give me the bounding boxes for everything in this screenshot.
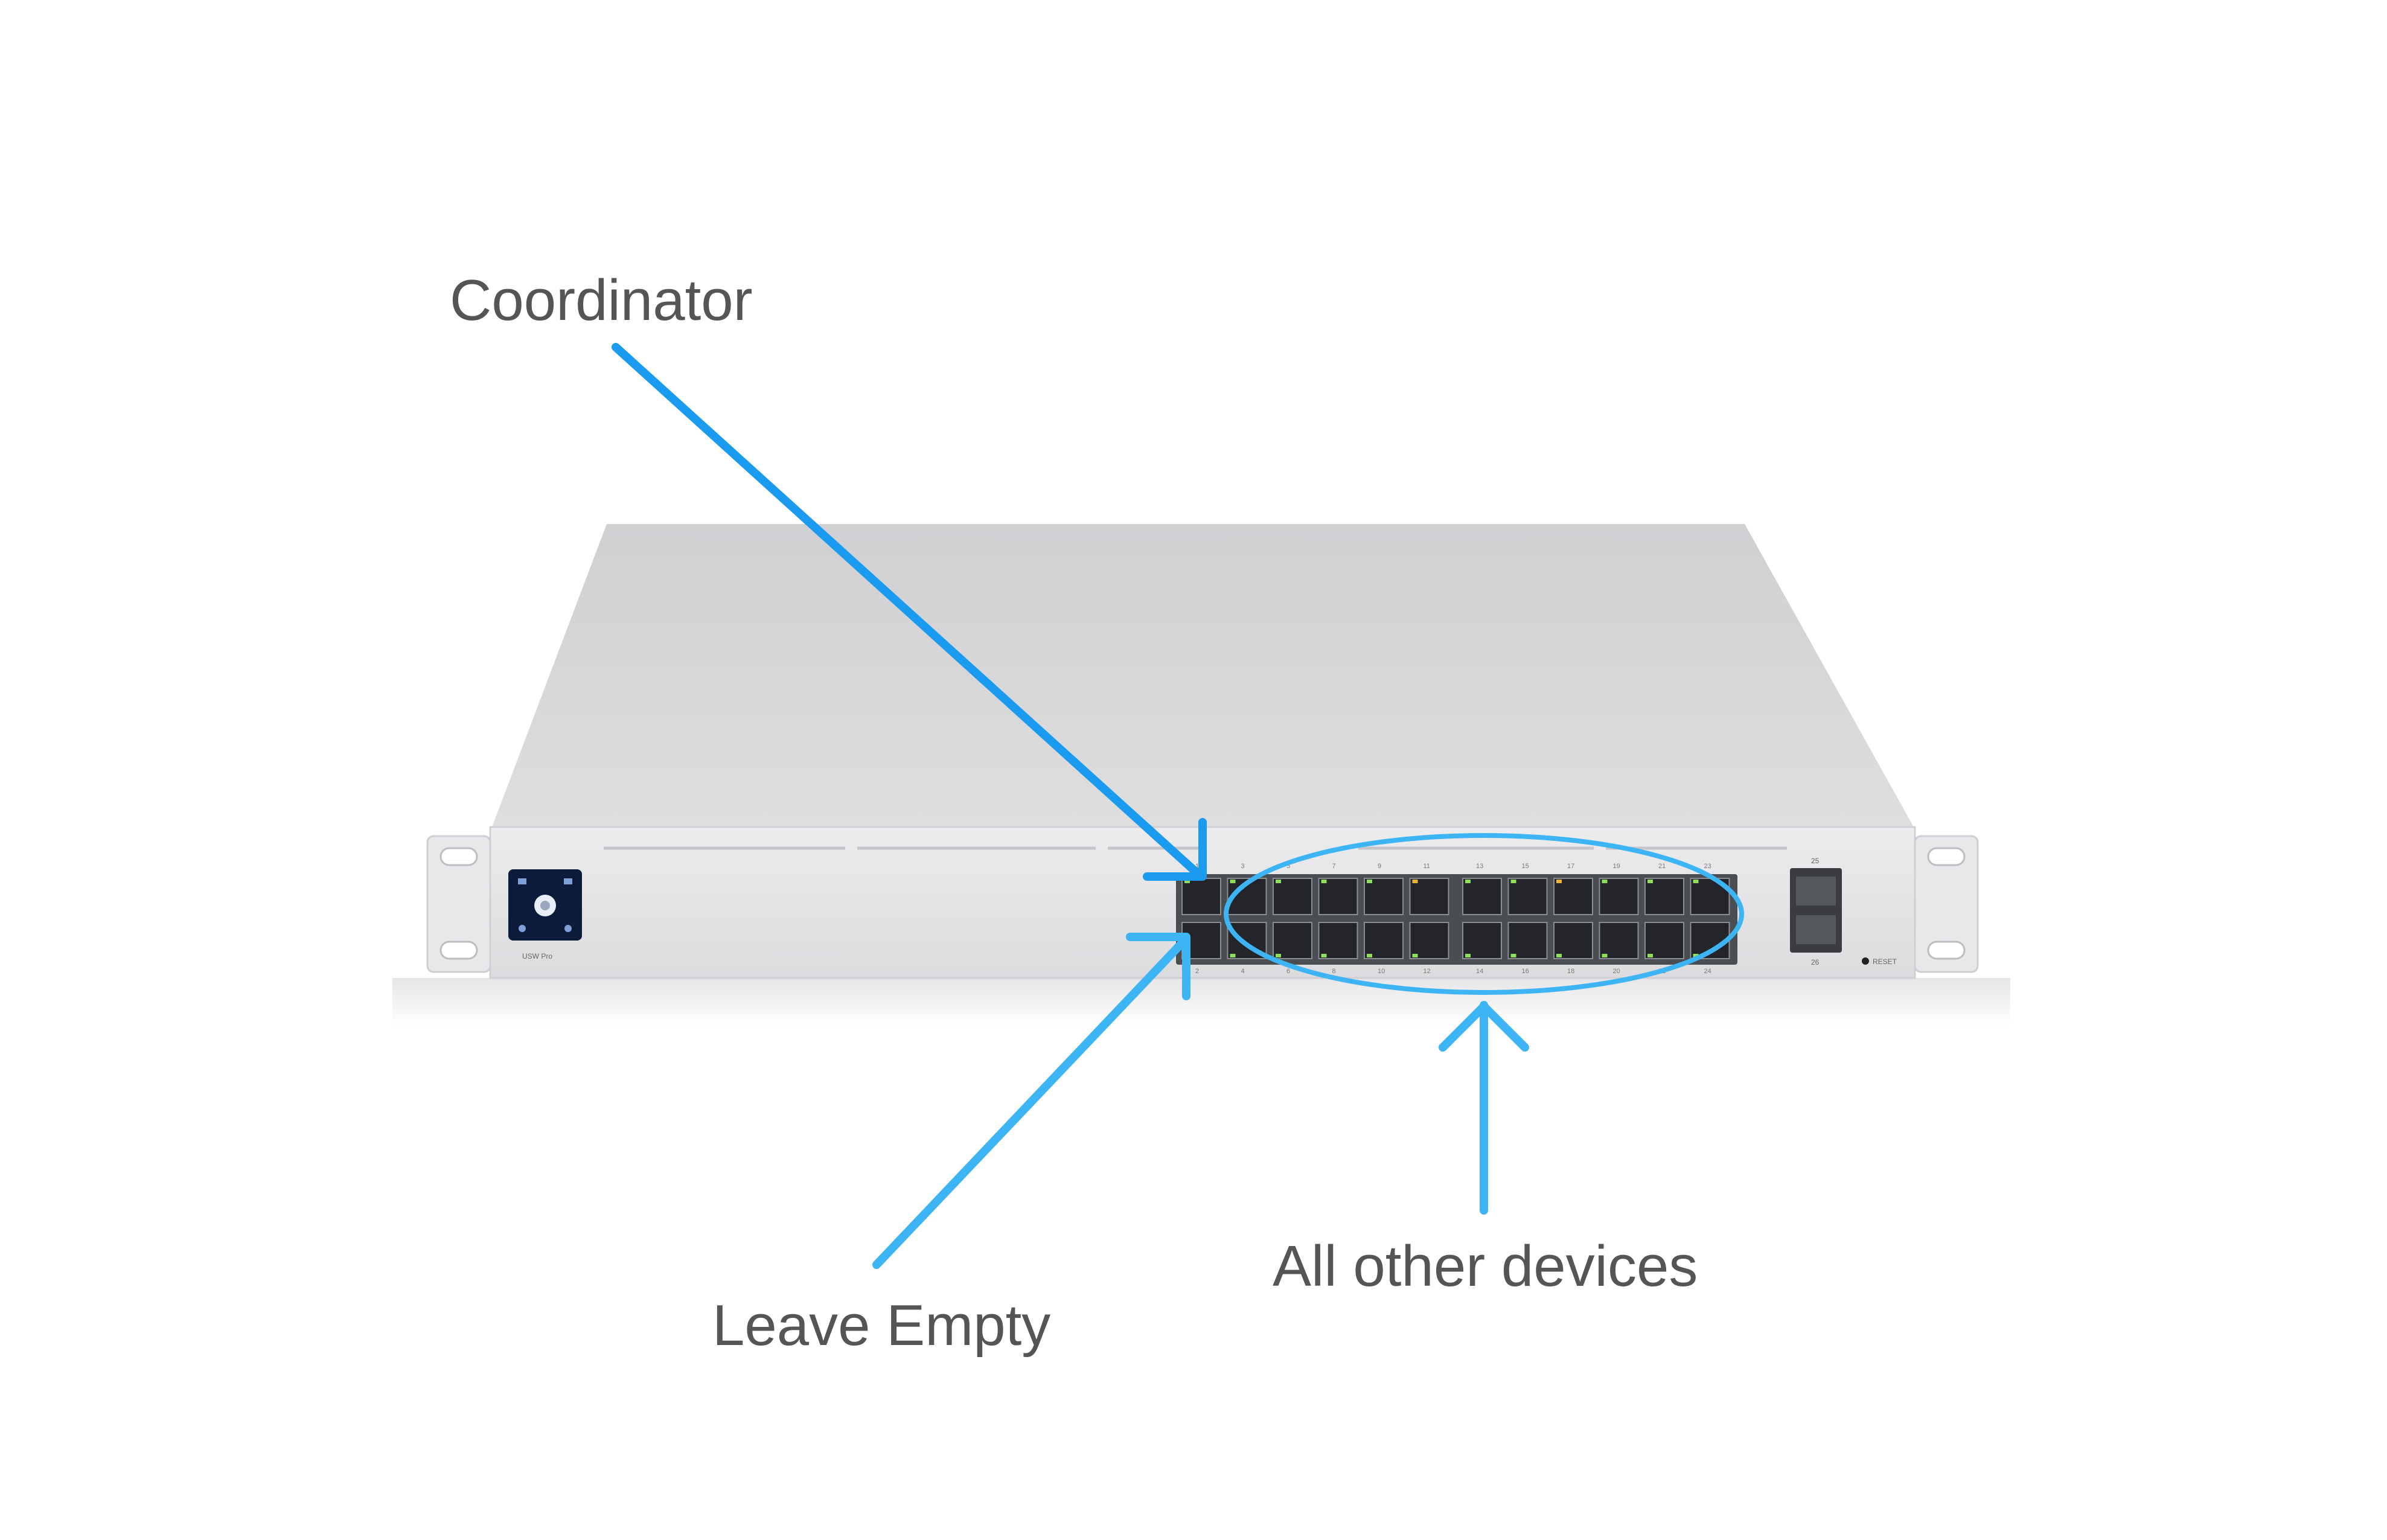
port-number-label: 18 bbox=[1567, 968, 1574, 975]
leave-empty-arrow bbox=[872, 939, 1186, 1269]
ethernet-port bbox=[1318, 878, 1358, 915]
port-number-label: 9 bbox=[1378, 863, 1381, 870]
touch-display bbox=[508, 869, 582, 941]
port-number-label: 19 bbox=[1613, 863, 1620, 870]
port-number-label: 16 bbox=[1522, 968, 1529, 975]
sfp-bottom-label: 26 bbox=[1811, 958, 1820, 966]
port-led bbox=[1412, 954, 1418, 957]
ethernet-port bbox=[1644, 878, 1684, 915]
port-led bbox=[1465, 954, 1471, 957]
port-led bbox=[1647, 954, 1653, 957]
port-led bbox=[1556, 880, 1562, 883]
ethernet-port bbox=[1273, 922, 1312, 959]
model-label: USW Pro bbox=[522, 952, 552, 960]
coordinator-annotation: Coordinator bbox=[450, 268, 1207, 881]
switch-reflection bbox=[392, 978, 2010, 1026]
switch-top-surface bbox=[492, 524, 1914, 827]
port-led bbox=[1321, 880, 1327, 883]
port-number-label: 2 bbox=[1195, 968, 1199, 975]
port-grid bbox=[1181, 878, 1730, 959]
ethernet-port bbox=[1462, 878, 1502, 915]
ethernet-port bbox=[1599, 878, 1639, 915]
port-number-label: 5 bbox=[1286, 863, 1290, 870]
port-number-label: 4 bbox=[1241, 968, 1245, 975]
sfp-top-label: 25 bbox=[1811, 857, 1820, 865]
port-number-label: 23 bbox=[1704, 863, 1711, 870]
port-number-label: 24 bbox=[1704, 968, 1711, 975]
ethernet-port bbox=[1507, 922, 1548, 959]
port-led bbox=[1230, 880, 1236, 883]
port-number-label: 6 bbox=[1286, 968, 1290, 975]
ethernet-port bbox=[1553, 878, 1593, 915]
reset-indicator bbox=[1862, 957, 1869, 965]
ethernet-port bbox=[1507, 878, 1548, 915]
port-number-label: 3 bbox=[1241, 863, 1245, 870]
coordinator-label: Coordinator bbox=[450, 268, 753, 333]
all-other-ellipse bbox=[1224, 833, 1744, 995]
ethernet-port bbox=[1273, 878, 1312, 915]
ethernet-port bbox=[1599, 922, 1639, 959]
port-led bbox=[1602, 880, 1608, 883]
port-number-label: 8 bbox=[1332, 968, 1336, 975]
rack-ear-right bbox=[1914, 835, 1979, 973]
port-led bbox=[1367, 880, 1372, 883]
port-number-label: 10 bbox=[1378, 968, 1385, 975]
leave-empty-arrowhead bbox=[1126, 933, 1190, 1000]
port-led bbox=[1510, 954, 1516, 957]
ethernet-port bbox=[1181, 878, 1221, 915]
all-other-label: All other devices bbox=[1273, 1234, 1698, 1299]
port-led bbox=[1412, 880, 1418, 883]
port-led bbox=[1184, 880, 1190, 883]
port-led bbox=[1276, 880, 1281, 883]
port-number-label: 12 bbox=[1424, 968, 1431, 975]
coordinator-arrow bbox=[612, 343, 1203, 878]
port-led bbox=[1276, 954, 1281, 957]
port-led bbox=[1321, 954, 1327, 957]
port-led bbox=[1556, 954, 1562, 957]
port-number-label: 15 bbox=[1522, 863, 1529, 870]
port-led bbox=[1693, 880, 1699, 883]
ethernet-port bbox=[1409, 922, 1449, 959]
port-led bbox=[1602, 954, 1608, 957]
ethernet-port bbox=[1644, 922, 1684, 959]
all-other-arrowhead bbox=[1439, 1002, 1529, 1052]
ethernet-port bbox=[1364, 922, 1404, 959]
port-led bbox=[1465, 880, 1471, 883]
port-number-label: 1 bbox=[1195, 863, 1199, 870]
port-led bbox=[1647, 880, 1653, 883]
ethernet-port bbox=[1364, 878, 1404, 915]
ethernet-port bbox=[1553, 922, 1593, 959]
reset-label: RESET bbox=[1873, 957, 1897, 966]
port-number-label: 17 bbox=[1567, 863, 1574, 870]
leave-empty-annotation: Leave Empty bbox=[712, 933, 1190, 1358]
port-led bbox=[1367, 954, 1372, 957]
leave-empty-label: Leave Empty bbox=[712, 1293, 1050, 1358]
ethernet-port bbox=[1318, 922, 1358, 959]
port-led bbox=[1693, 954, 1699, 957]
port-number-label: 21 bbox=[1658, 863, 1666, 870]
port-number-label: 20 bbox=[1613, 968, 1620, 975]
port-number-label: 13 bbox=[1476, 863, 1483, 870]
port-number-label: 11 bbox=[1424, 863, 1430, 870]
port-number-label: 7 bbox=[1332, 863, 1336, 870]
port-led bbox=[1230, 954, 1236, 957]
rack-ear-left bbox=[426, 835, 491, 973]
all-other-annotation: All other devices bbox=[1224, 833, 1744, 1299]
port-number-label: 14 bbox=[1476, 968, 1483, 975]
port-led bbox=[1510, 880, 1516, 883]
sfp-cage bbox=[1790, 868, 1842, 953]
ethernet-port bbox=[1409, 878, 1449, 915]
coordinator-arrowhead bbox=[1143, 818, 1207, 881]
ethernet-port bbox=[1462, 922, 1502, 959]
